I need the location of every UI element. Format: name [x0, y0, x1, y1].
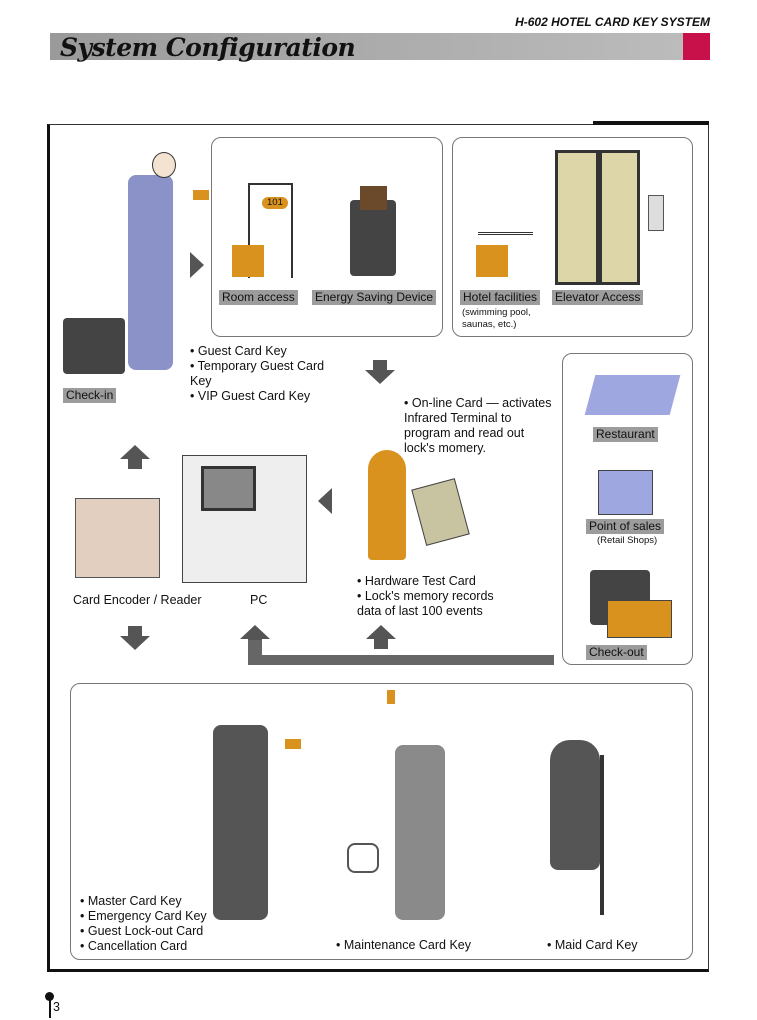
maintenance-figure [395, 745, 445, 920]
swimmer-icon [478, 215, 533, 235]
manager-figure [213, 725, 268, 920]
master-cards-list: • Master Card Key • Emergency Card Key •… [80, 894, 207, 954]
room-access-box [211, 137, 443, 337]
card-encoder-icon [75, 498, 160, 578]
suitcase-icon [63, 318, 125, 374]
room-access-label: Room access [219, 290, 298, 305]
arrow-right-icon [190, 252, 204, 278]
checkin-label: Check-in [63, 388, 117, 403]
diagram-frame [47, 124, 709, 972]
frame-accent [593, 121, 709, 125]
maintenance-card-icon [387, 690, 395, 704]
door-icon [248, 183, 293, 278]
maintenance-card-label: • Maintenance Card Key [336, 938, 472, 952]
page-number: 3 [53, 1000, 60, 1014]
card-item: • VIP Guest Card Key [190, 389, 311, 403]
hardware-item: • Lock's memory records data of last 100… [357, 589, 494, 618]
checkout-label: Check-out [586, 645, 647, 660]
card-item: • Master Card Key [80, 894, 182, 908]
hardware-item: • Hardware Test Card [357, 574, 476, 588]
card-item: • Guest Card Key [190, 344, 287, 358]
energy-saver-icon [350, 200, 396, 276]
card-item: • Cancellation Card [80, 939, 188, 953]
card-item: • Guest Lock-out Card [80, 924, 204, 938]
online-card-text: • On-line Card — activates Infrared Term… [404, 396, 552, 455]
energy-card-icon [360, 186, 387, 210]
arrow-down-icon [120, 626, 150, 650]
card-item: • Temporary Guest Card Key [190, 359, 325, 388]
tools-icon [347, 843, 379, 873]
gift-box-icon [598, 470, 653, 515]
page-marker-icon [45, 992, 54, 1001]
arrow-up-icon [120, 445, 150, 469]
guest-cards-list: • Guest Card Key • Temporary Guest Card … [190, 344, 330, 404]
arrow-down-icon [365, 360, 395, 384]
elevator-icon [555, 150, 640, 285]
card-item: • Emergency Card Key [80, 909, 207, 923]
door-lock-icon [368, 450, 406, 560]
pc-label: PC [250, 593, 268, 607]
elevator-reader-icon [648, 195, 664, 231]
encoder-label: Card Encoder / Reader [73, 593, 202, 607]
flow-line [248, 655, 554, 665]
title-bar: System Configuration [50, 33, 710, 62]
mop-icon [600, 755, 604, 915]
room-number: 101 [262, 197, 288, 209]
maid-figure [550, 740, 600, 870]
checkout-card-icon [607, 600, 672, 638]
arrow-left-icon [318, 488, 332, 514]
point-of-sales-label: Point of sales [586, 519, 665, 534]
hotel-facilities-label: Hotel facilities [460, 290, 541, 305]
arrow-up-icon [240, 625, 270, 649]
elevator-access-label: Elevator Access [552, 290, 644, 305]
guest-figure [128, 175, 173, 370]
guest-head [152, 152, 176, 178]
pos-note: (Retail Shops) [597, 535, 658, 546]
energy-saving-label: Energy Saving Device [312, 290, 437, 305]
hardware-list: • Hardware Test Card • Lock's memory rec… [357, 574, 517, 619]
restaurant-label: Restaurant [593, 427, 658, 442]
page-title: System Configuration [60, 33, 356, 62]
facilities-note: (swimming pool, saunas, etc.) [462, 307, 531, 330]
accent-block [683, 33, 710, 60]
master-card-icon [285, 739, 301, 749]
arrow-up-icon [366, 625, 396, 649]
guest-card-icon [193, 190, 209, 200]
flow-line [248, 640, 262, 665]
pc-icon [182, 455, 307, 583]
maid-card-label: • Maid Card Key [547, 938, 638, 952]
product-name: H-602 HOTEL CARD KEY SYSTEM [515, 15, 710, 29]
restaurant-icon [584, 375, 681, 415]
facility-card-slot-icon [476, 245, 508, 277]
card-slot-icon [232, 245, 264, 277]
